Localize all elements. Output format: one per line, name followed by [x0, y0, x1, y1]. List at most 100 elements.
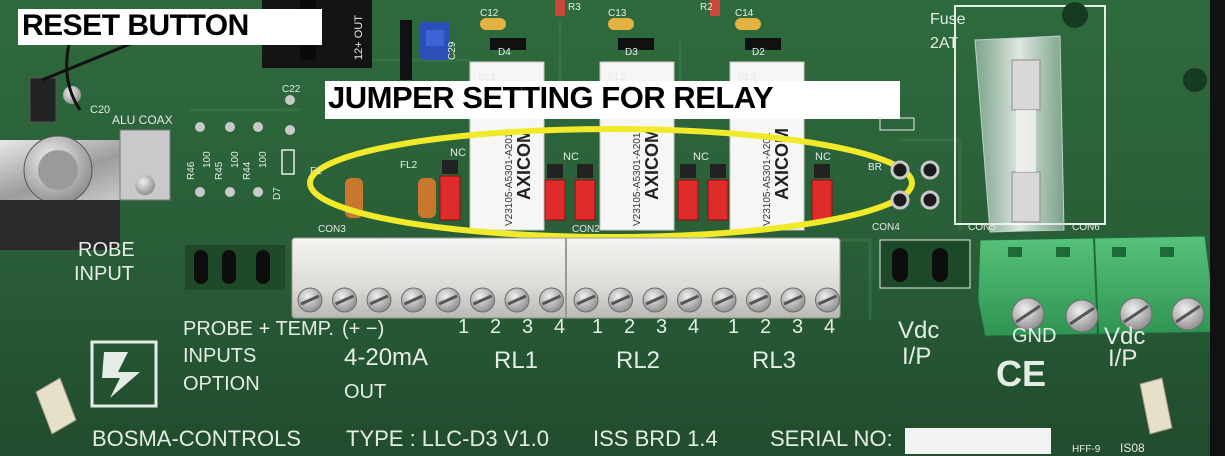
svg-text:C12: C12 [480, 8, 499, 19]
svg-text:FL2: FL2 [400, 160, 418, 171]
svg-text:R46: R46 [186, 161, 197, 180]
reset-button-callout: RESET BUTTON [18, 9, 322, 45]
terminal-number: 3 [656, 316, 667, 338]
terminal-number: 2 [624, 316, 635, 338]
rl3-label: RL3 [752, 347, 796, 374]
terminal-number: 2 [490, 316, 501, 338]
bosma-logo [90, 340, 158, 408]
screw-slot [300, 294, 320, 306]
relay-jumpers: NC NC NC NC [439, 147, 833, 221]
small-components-top: C12 D4 C13 D3 C14 D2 R3 R2 [480, 0, 781, 58]
terminal-number: 1 [728, 316, 739, 338]
svg-text:C13: C13 [608, 8, 627, 19]
jumper-setting-callout: JUMPER SETTING FOR RELAY [325, 81, 900, 119]
con5-label: CON5 [968, 222, 996, 233]
out-label: OUT [344, 381, 386, 403]
screw-slot [541, 294, 562, 306]
svg-text:100: 100 [230, 151, 241, 168]
vdc-right-label: Vdc [1104, 323, 1145, 350]
svg-text:NC: NC [563, 151, 579, 163]
green-terminal-block [977, 235, 1216, 337]
ip-right-label: I/P [1108, 345, 1137, 372]
con6-label: CON6 [1072, 222, 1100, 233]
probe-temp-marks: (+ −) [342, 318, 384, 340]
svg-text:100: 100 [202, 151, 213, 168]
terminal-number: 2 [760, 316, 771, 338]
silkscreen-text: ROBE INPUT PROBE + TEMP. (+ −) INPUTS OP… [74, 11, 1145, 455]
svg-text:V23105-A5301-A201: V23105-A5301-A201 [632, 132, 643, 226]
svg-text:AXICOM: AXICOM [642, 128, 662, 200]
brand-label: BOSMA-CONTROLS [92, 426, 301, 451]
svg-text:NC: NC [815, 151, 831, 163]
svg-text:NC: NC [693, 151, 709, 163]
svg-text:ALU COAX: ALU COAX [112, 113, 173, 127]
svg-text:R45: R45 [214, 161, 225, 180]
serial-box [905, 428, 1051, 454]
resistors-left: R46 R45 R44 100 100 100 D7 F1 C22 [186, 84, 322, 200]
svg-text:R2: R2 [700, 2, 713, 13]
svg-text:R44: R44 [242, 161, 253, 180]
screw-slot [748, 294, 769, 306]
ip-left-label: I/P [902, 343, 931, 370]
svg-text:R3: R3 [568, 2, 581, 13]
screw-slot [610, 294, 631, 306]
screw-slot [645, 294, 665, 306]
mount-posts [35, 377, 1173, 435]
con2-label: CON2 [572, 224, 600, 235]
gnd-label: GND [1012, 325, 1056, 347]
svg-text:BL1: BL1 [478, 72, 496, 83]
svg-text:V23105-A5301-A201: V23105-A5301-A201 [504, 132, 515, 226]
input-label: INPUT [74, 263, 134, 285]
con4-label: CON4 [872, 222, 900, 233]
current-loop-label: 4-20mA [344, 344, 428, 371]
terminal-number: 4 [688, 316, 699, 338]
screw-slot [403, 294, 424, 306]
terminal-number: 4 [824, 316, 835, 338]
serial-label: SERIAL NO: [770, 426, 893, 451]
rl1-label: RL1 [494, 347, 538, 374]
screw-slot [472, 294, 493, 306]
screw-slot [369, 294, 389, 306]
svg-text:RL2: RL2 [608, 72, 627, 83]
option-label: OPTION [183, 373, 260, 395]
fuse-label: Fuse [930, 11, 966, 28]
svg-text:C20: C20 [90, 104, 110, 116]
screw-slot [714, 294, 734, 306]
out-label: 12+ OUT [353, 15, 365, 60]
fuse-rating-label: 2AT [930, 35, 958, 52]
terminal-number: 3 [792, 316, 803, 338]
probe-label: ROBE [78, 239, 135, 261]
svg-text:D4: D4 [498, 47, 511, 58]
terminal-number: 4 [554, 316, 565, 338]
svg-text:D3: D3 [625, 47, 638, 58]
svg-text:C14: C14 [735, 8, 754, 19]
svg-text:AXICOM: AXICOM [772, 128, 792, 200]
fuse-holder [954, 2, 1207, 233]
rl2-label: RL2 [616, 347, 660, 374]
inputs-label: INPUTS [183, 345, 256, 367]
header-pads [185, 239, 971, 290]
svg-text:100: 100 [258, 151, 269, 168]
svg-text:AXICOM: AXICOM [514, 128, 534, 200]
white-terminal-block [291, 237, 841, 319]
svg-text:BR: BR [868, 162, 882, 173]
con3-label: CON3 [318, 224, 346, 235]
terminal-number: 3 [522, 316, 533, 338]
svg-text:D7: D7 [272, 187, 283, 200]
screw-slot [817, 294, 838, 306]
coax-connector: ALU COAX [0, 113, 173, 250]
board-code-label: HFF-9 [1072, 444, 1101, 455]
iss-label: ISS BRD 1.4 [593, 426, 718, 451]
screw-slot [783, 294, 803, 306]
svg-text:D2: D2 [752, 47, 765, 58]
terminal-number: 1 [592, 316, 603, 338]
screw-slot [576, 294, 596, 306]
screw-slot [679, 294, 700, 306]
screw-slot [438, 294, 458, 306]
svg-text:F1: F1 [310, 166, 322, 177]
svg-text:C22: C22 [282, 84, 301, 95]
vdc-left-label: Vdc [898, 317, 939, 344]
